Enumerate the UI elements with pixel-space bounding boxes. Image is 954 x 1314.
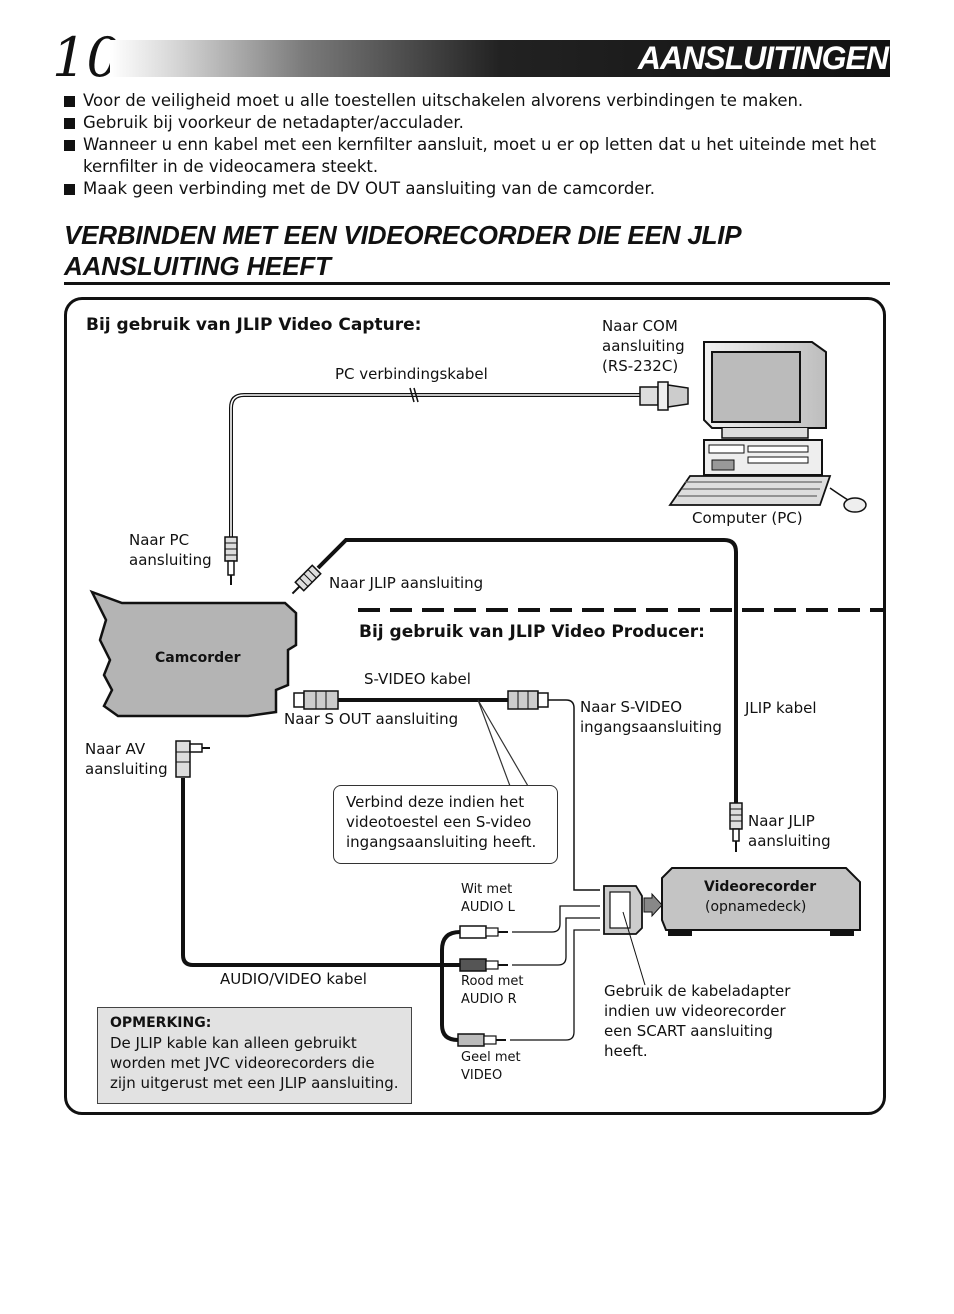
page-number: 10 — [52, 26, 121, 89]
naar-jlip-bottom-label: Naar JLIP aansluiting — [748, 812, 831, 850]
bullet-text: Maak geen verbinding met de DV OUT aansl… — [83, 179, 655, 198]
rood-audio-r-label: Rood met AUDIO R — [461, 974, 524, 1007]
square-bullet-icon — [64, 184, 75, 195]
square-bullet-icon — [64, 96, 75, 107]
pc-cable-label: PC verbindingskabel — [335, 365, 488, 383]
naar-av-label: Naar AV aansluiting — [85, 740, 168, 778]
jlip-plug-bottom-icon — [729, 802, 743, 852]
rca-plug-yellow-icon — [457, 1033, 506, 1047]
naar-jlip-top-label: Naar JLIP aansluiting — [329, 574, 484, 592]
producer-heading: Bij gebruik van JLIP Video Producer: — [359, 622, 705, 642]
svideo-cable — [338, 698, 600, 891]
callout-pointer — [477, 699, 530, 787]
svideo-callout: Verbind deze indien het videotoestel een… — [333, 785, 558, 864]
com-connector-icon — [639, 381, 689, 411]
scart-note-pointer — [622, 911, 646, 986]
svideo-cable-label: S-VIDEO kabel — [364, 670, 471, 688]
computer-label: Computer (PC) — [692, 509, 803, 527]
rca-plug-red-icon — [459, 958, 508, 972]
svideo-plug-left-icon — [293, 690, 339, 710]
page-title: AANSLUITINGEN — [637, 40, 889, 76]
audio-video-cable — [181, 778, 461, 1042]
naar-s-out-label: Naar S OUT aansluiting — [284, 710, 459, 728]
camcorder-label: Camcorder — [155, 650, 241, 666]
svideo-plug-right-icon — [507, 690, 549, 710]
bullet-item: Gebruik bij voorkeur de netadapter/accul… — [64, 112, 894, 134]
opnamedeck-label: (opnamedeck) — [705, 899, 807, 915]
rca-wires — [510, 905, 600, 1041]
bullet-text: Voor de veiligheid moet u alle toestelle… — [83, 91, 804, 110]
videorecorder-label: Videorecorder — [704, 879, 817, 895]
jlip-cable-label: JLIP kabel — [745, 699, 817, 717]
bullet-text: Wanneer u enn kabel met een kernfilter a… — [83, 135, 877, 176]
av-plug-icon — [175, 740, 210, 778]
rca-plug-white-icon — [459, 925, 508, 939]
section-rule — [64, 282, 890, 285]
bullet-item: Voor de veiligheid moet u alle toestelle… — [64, 90, 894, 112]
note-text: De JLIP kable kan alleen gebruikt worden… — [110, 1034, 399, 1092]
note-box: OPMERKING: De JLIP kable kan alleen gebr… — [97, 1007, 412, 1104]
square-bullet-icon — [64, 118, 75, 129]
callout-text: Verbind deze indien het videotoestel een… — [346, 793, 537, 851]
bullet-item: Wanneer u enn kabel met een kernfilter a… — [64, 134, 894, 178]
naar-com-label: Naar COM aansluiting (RS-232C) — [602, 317, 685, 375]
capture-heading: Bij gebruik van JLIP Video Capture: — [86, 315, 422, 335]
section-heading: VERBINDEN MET EEN VIDEORECORDER DIE EEN … — [64, 220, 741, 281]
square-bullet-icon — [64, 140, 75, 151]
jlip-cable — [316, 538, 738, 805]
scart-adapter-icon — [603, 885, 663, 935]
jlip-plug-top-icon — [291, 564, 322, 595]
av-cable-label: AUDIO/VIDEO kabel — [220, 970, 367, 988]
bullet-item: Maak geen verbinding met de DV OUT aansl… — [64, 178, 894, 200]
computer-icon — [668, 341, 867, 513]
title-bar — [110, 40, 890, 77]
videorecorder-icon — [661, 867, 861, 936]
naar-svideo-in-label: Naar S-VIDEO ingangsaansluiting — [580, 698, 722, 736]
safety-bullet-list: Voor de veiligheid moet u alle toestelle… — [64, 90, 894, 200]
naar-pc-label: Naar PC aansluiting — [129, 531, 212, 569]
note-heading: OPMERKING: — [110, 1015, 212, 1031]
pc-plug-icon — [224, 536, 238, 585]
scart-note-label: Gebruik de kabeladapter indien uw videor… — [604, 982, 791, 1060]
bullet-text: Gebruik bij voorkeur de netadapter/accul… — [83, 113, 464, 132]
wit-audio-l-label: Wit met AUDIO L — [461, 882, 515, 915]
pc-connection-cable — [229, 387, 640, 540]
camcorder-icon — [89, 589, 298, 718]
diagram-frame — [64, 297, 886, 1115]
geel-video-label: Geel met VIDEO — [461, 1050, 521, 1083]
